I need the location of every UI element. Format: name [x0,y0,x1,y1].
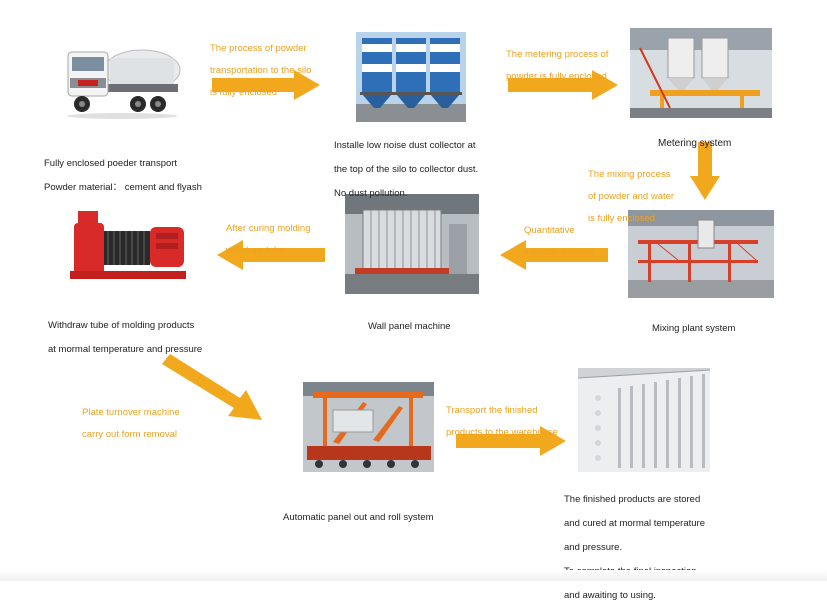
caption-silo: Installe low noise dust collector at the… [334,128,478,212]
process-flow-diagram: The process of powder transportation to … [0,28,827,601]
step-label-injection: Quantitative injection molding [524,214,595,269]
wall-panel-machine-photo [345,194,479,294]
panel-out-roll-system-photo [303,382,434,472]
arrow-mixing-to-wall [500,240,608,270]
finished-panels-stack-photo [578,368,710,472]
caption-line: and pressure. [564,542,623,553]
winch-withdraw-tube-photo [60,205,194,287]
caption-mixing: Mixing plant system [652,311,735,347]
caption-line: at mormal temperature and pressure [48,344,203,355]
caption-line: The finished products are stored [564,494,701,505]
step-line: The mixing process [588,169,671,180]
step-line: of powder and water [588,191,675,202]
bottom-shadow-divider [0,570,827,581]
step-line: Transport the finished [446,405,538,416]
caption-line: No dust pollution. [334,188,408,199]
mixing-plant-photo [628,210,774,298]
step-line: is fully enclosed [210,87,278,98]
step-line: is fully enclosed [588,213,656,224]
arrow-metering-to-mixing [690,142,720,200]
caption-winch: Withdraw tube of molding products at mor… [48,308,202,368]
metering-system-photo [630,28,772,118]
caption-line: Fully enclosed poeder transport [44,158,178,169]
step-label-mixing: The mixing process of powder and water i… [588,158,674,235]
caption-panel: Automatic panel out and roll system [283,500,434,536]
step-line: transportation to the silo [210,65,312,76]
caption-truck: Fully enclosed poeder transport Powder m… [44,146,202,206]
step-label-transport: Transport the finished products to the w… [446,394,558,449]
step-label-withdraw: After curing molding withdraw tube [226,212,310,267]
step-label-turnover: Plate turnover machine carry out form re… [82,396,180,451]
step-line: carry out form removal [82,429,178,440]
dust-collector-silos-photo [356,32,466,122]
step-line: products to the warehouse [446,427,558,438]
caption-wall: Wall panel machine [368,309,451,345]
caption-line: Withdraw tube of molding products [48,320,195,331]
step-line: powder is fully enclosed [506,71,607,82]
step-line: withdraw tube [226,245,285,256]
arrow-panel-to-finished [456,426,566,456]
caption-line: and awaiting to using. [564,590,656,601]
arrow-wall-to-winch [217,240,325,270]
step-label-powder-to-silo: The process of powder transportation to … [210,32,311,109]
caption-line: Powder material： cement and flyash [44,182,202,193]
caption-metering: Metering system [658,126,731,162]
caption-line: Automatic panel out and roll system [283,512,434,523]
caption-line: Installe low noise dust collector at [334,140,476,151]
caption-line: Wall panel machine [368,321,451,332]
arrow-silo-to-metering [508,70,618,100]
step-line: Plate turnover machine [82,407,180,418]
step-line: The metering process of [506,49,609,60]
arrow-truck-to-silo [212,70,320,100]
caption-line: Mixing plant system [652,323,736,334]
step-line: Quantitative [524,225,575,236]
step-line: The process of powder [210,43,307,54]
step-line: injection molding [524,247,595,258]
caption-finished: The finished products are stored and cur… [564,482,705,614]
powder-tanker-truck-photo [60,30,182,122]
caption-line: Metering system [658,138,732,149]
step-label-metering: The metering process of powder is fully … [506,38,608,93]
arrow-winch-to-panel [162,354,262,420]
caption-line: the top of the silo to collector dust. [334,164,479,175]
step-line: After curing molding [226,223,311,234]
caption-line: and cured at mormal temperature [564,518,705,529]
